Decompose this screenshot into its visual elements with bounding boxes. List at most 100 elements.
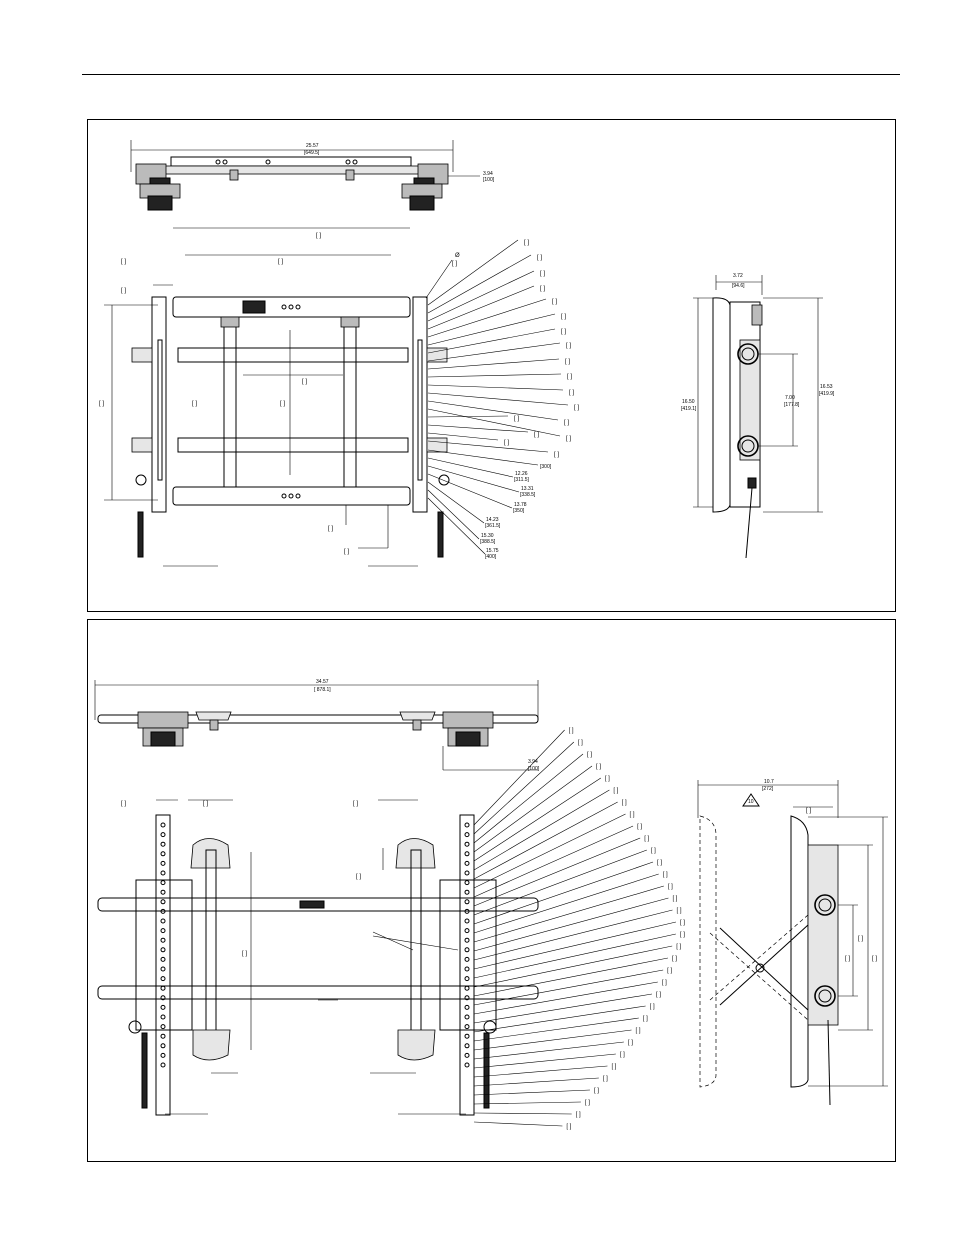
dim-label: [ ] xyxy=(858,936,863,942)
dim-label: [ ] xyxy=(540,286,545,292)
dim-label: [ ] xyxy=(242,951,247,957)
top-width-metric: [649.5] xyxy=(304,150,320,156)
dim-label: [ ] xyxy=(566,1124,571,1130)
callout-leader xyxy=(473,813,626,889)
mount-hole xyxy=(464,966,470,972)
dim-label: [ ] xyxy=(872,956,877,962)
callout-leader xyxy=(473,957,669,997)
ladder-metric: [388.5] xyxy=(480,539,496,545)
side-center-metric: [177.8] xyxy=(784,402,800,408)
dim-label: [ ] xyxy=(540,271,545,277)
dim-label: [ ] xyxy=(302,379,307,385)
bottom-side-view: 10.7 [272] 10 [ ] [ ] [ ] [ ] xyxy=(697,779,888,1106)
top-side-view: 3.72 [94.6] 16.50 [419.1] 16.53 [419.9] … xyxy=(681,273,835,559)
dim-label: [ ] xyxy=(561,314,566,320)
callout-leader xyxy=(473,1053,616,1069)
side-center-value: 7.00 xyxy=(785,395,795,401)
dim-label: [ ] xyxy=(628,1040,633,1046)
mount-hole xyxy=(160,880,166,886)
dim-label: [ ] xyxy=(672,896,677,902)
dim-label: [ ] xyxy=(192,401,197,407)
dim-label: [ ] xyxy=(611,1064,616,1070)
dim-label: [ ] xyxy=(356,874,361,880)
callout-leader xyxy=(473,1112,572,1115)
callout-leader xyxy=(473,741,575,835)
dim-label: [ ] xyxy=(663,872,668,878)
callout-leader xyxy=(473,1077,599,1087)
dim-label: [ ] xyxy=(845,956,850,962)
dim-label: [ ] xyxy=(622,800,627,806)
dim-label: [ ] xyxy=(537,255,542,261)
callout-leader xyxy=(473,729,565,826)
dim-label: [ ] xyxy=(644,836,649,842)
dim-label: [ ] xyxy=(534,432,539,438)
dim-label: [ ] xyxy=(680,932,685,938)
callout-leader xyxy=(473,789,610,871)
dim-label: [ ] xyxy=(596,764,601,770)
dim-label: [ ] xyxy=(566,343,571,349)
mount-hole xyxy=(160,899,166,905)
mount-hole xyxy=(464,860,470,866)
callout-leader xyxy=(473,1121,563,1127)
dim-label: [ ] xyxy=(806,808,811,814)
left-hole-column xyxy=(160,822,166,1068)
mount-hole xyxy=(160,841,166,847)
dim-label: [ ] xyxy=(676,908,681,914)
dim-label: [ ] xyxy=(566,436,571,442)
dim-label: [ ] xyxy=(613,788,618,794)
dim-label: [ ] xyxy=(603,1076,608,1082)
bottom-depth-value: 3.94 xyxy=(528,759,538,765)
dim-label: [ ] xyxy=(630,812,635,818)
top-drawing: 25.57 [649.5] 3.94 [100] [ ] [ ] [ ] [ ]… xyxy=(99,140,835,567)
callout-leader xyxy=(473,981,658,1015)
right-hole-column xyxy=(464,822,470,1068)
top-width-value: 25.57 xyxy=(306,143,319,149)
mount-hole xyxy=(160,822,166,828)
mount-hole xyxy=(464,1014,470,1020)
dim-label: [ ] xyxy=(668,884,673,890)
mount-hole xyxy=(464,918,470,924)
top-depth-value: 3.94 xyxy=(483,171,493,177)
dim-label: [ ] xyxy=(650,1004,655,1010)
dim-label: [ ] xyxy=(637,824,642,830)
mount-hole xyxy=(160,832,166,838)
mount-hole xyxy=(464,851,470,857)
mount-hole xyxy=(464,1052,470,1058)
dim-label: [ ] xyxy=(203,801,208,807)
callout-leader xyxy=(473,909,673,961)
top-drawing-panel: 25.57 [649.5] 3.94 [100] [ ] [ ] [ ] [ ]… xyxy=(87,119,896,612)
top-callout-fan: [ ] [ ] [ ] [ ] [ ] [ ] [ ] [ ] [ ] [ ] … xyxy=(427,239,579,458)
dim-label: [ ] xyxy=(514,416,519,422)
mount-hole xyxy=(464,1033,470,1039)
callout-leader xyxy=(473,1005,646,1033)
mount-hole xyxy=(160,928,166,934)
dim-label: [ ] xyxy=(578,740,583,746)
mount-hole xyxy=(160,851,166,857)
phi-symbol: Ø xyxy=(455,253,460,259)
mount-hole xyxy=(160,947,166,953)
ladder-metric: [338.5] xyxy=(520,492,536,498)
warning-tag: 10 xyxy=(748,799,754,805)
side-height-inner-value: 16.50 xyxy=(682,399,695,405)
dim-label: [ ] xyxy=(121,288,126,294)
dim-label: [ ] xyxy=(328,526,333,532)
mount-hole xyxy=(464,1004,470,1010)
mount-hole xyxy=(160,956,166,962)
dim-label: [ ] xyxy=(651,848,656,854)
dim-label: [ ] xyxy=(667,968,672,974)
mount-hole xyxy=(160,860,166,866)
mount-hole xyxy=(160,889,166,895)
dim-label: [ ] xyxy=(605,776,610,782)
ladder-value: 15.30 xyxy=(481,533,494,539)
callout-leader xyxy=(473,765,593,853)
dim-label: [ ] xyxy=(504,440,509,446)
bottom-drawing: 34.57 [ 878.1] 3.94 [100] [ ] xyxy=(94,679,888,1130)
dim-label: [ ] xyxy=(656,992,661,998)
side-height-outer-value: 16.53 xyxy=(820,384,833,390)
dim-label: [ ] xyxy=(636,1028,641,1034)
callout-leader xyxy=(473,993,653,1024)
bottom-width-metric: [ 878.1] xyxy=(314,687,331,693)
dim-label: [ ] xyxy=(554,452,559,458)
dim-label: [ ] xyxy=(662,980,667,986)
ladder-value: 13.31 xyxy=(521,486,534,492)
